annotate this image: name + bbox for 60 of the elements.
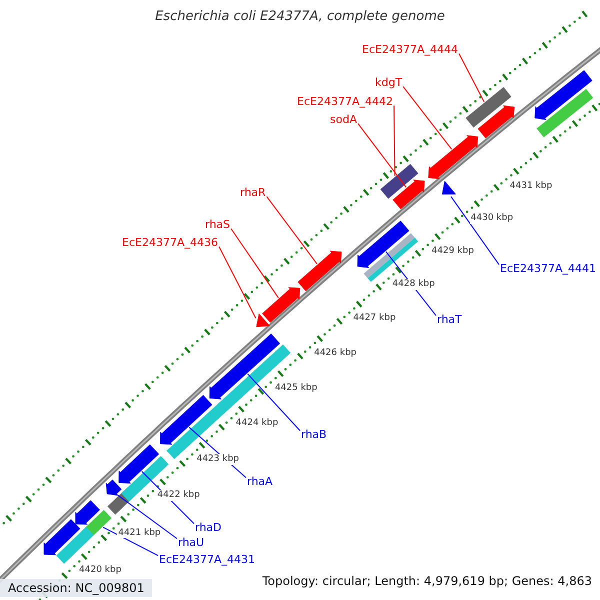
leader-line (450, 196, 500, 266)
gene-label: EcE24377A_4442 (297, 95, 393, 108)
gene-block (56, 526, 94, 564)
gene-segment (430, 135, 478, 178)
gene-segment (106, 480, 122, 496)
genome-info-text: Topology: circular; Length: 4,979,619 bp; Genes: 4,863 (262, 574, 592, 588)
gene-segment (478, 105, 515, 138)
scale-label: 4430 kbp (470, 213, 514, 224)
gene-segment (534, 70, 592, 120)
accession-text: Accession: NC_009801 (0, 579, 152, 598)
gene-segment (75, 500, 100, 525)
leader-line (458, 53, 485, 102)
gene-block (86, 510, 112, 536)
leader-line (230, 228, 279, 298)
scale-label: 4428 kbp (391, 279, 436, 290)
gene-label: rhaT (437, 313, 462, 326)
gene-label: rhaU (178, 536, 204, 550)
gene-segment (357, 220, 410, 268)
gene-segment (442, 180, 456, 194)
gene-label: EcE24377A_4436 (122, 236, 218, 250)
gene-label: rhaA (247, 475, 273, 488)
gene-label: rhaR (240, 186, 266, 200)
scale-label: 4427 kbp (352, 313, 397, 324)
gene-label: rhaB (301, 428, 327, 442)
gene-segment (160, 394, 212, 445)
scale-label: 4421 kbp (117, 528, 162, 538)
gene-block (536, 88, 594, 138)
gene-segment (392, 180, 425, 210)
scale-label: 4424 kbp (234, 418, 280, 429)
gene-label: EcE24377A_4441 (500, 262, 596, 276)
scale-label: 4426 kbp (313, 348, 358, 358)
gene-label: EcE24377A_4431 (159, 553, 255, 566)
leader-line (102, 526, 158, 556)
gene-segment (256, 314, 270, 328)
gene-label: sodA (330, 113, 357, 126)
gene-block (380, 164, 418, 199)
leader-line (266, 196, 318, 264)
scale-label: 4420 kbp (78, 565, 122, 576)
scale-label: 4422 kbp (156, 490, 201, 502)
gene-label: EcE24377A_4444 (362, 43, 458, 56)
gene-segment (262, 287, 300, 323)
gene-segment (118, 444, 160, 484)
gene-label: kdgT (375, 76, 402, 90)
scale-label: 4431 kbp (508, 180, 554, 192)
scale-label: 4429 kbp (430, 246, 475, 257)
gene-block (466, 87, 512, 128)
gene-label: rhaD (195, 521, 222, 534)
scale-label: 4423 kbp (196, 454, 240, 465)
gene-segment (428, 166, 440, 180)
gene-segment (44, 519, 80, 556)
leader-line (394, 105, 396, 176)
leader-line (218, 246, 256, 319)
leader-line (402, 86, 452, 150)
title: Escherichia coli E24377A, complete genome (154, 9, 446, 25)
leader-line (247, 373, 300, 432)
gene-segment (298, 250, 342, 292)
leader-line (116, 494, 178, 540)
scale-label: 4425 kbp (274, 382, 318, 394)
gene-label: rhaS (205, 218, 230, 232)
leader-line (358, 123, 407, 188)
